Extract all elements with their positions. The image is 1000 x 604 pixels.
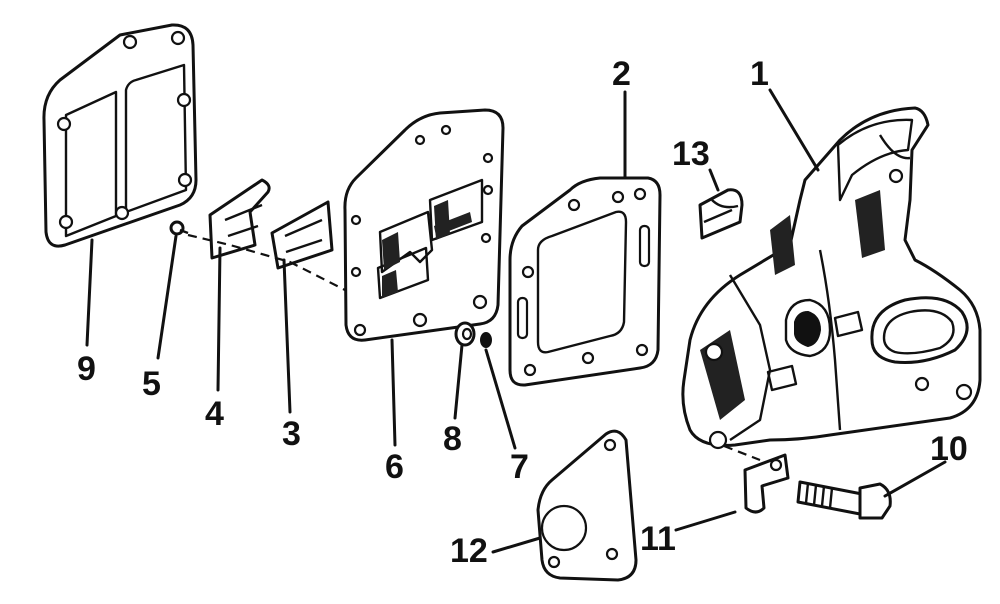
- callout-2: 2: [612, 55, 631, 93]
- callout-1: 1: [750, 55, 769, 93]
- part-3-reed: [270, 200, 334, 270]
- callout-4: 4: [205, 395, 224, 433]
- callout-12: 12: [450, 532, 488, 570]
- callout-13: 13: [672, 135, 710, 173]
- callout-11: 11: [640, 520, 676, 558]
- assembly-line: [187, 233, 346, 291]
- callout-10: 10: [930, 430, 968, 468]
- part-10-bolt: [796, 480, 892, 520]
- callout-3: 3: [282, 415, 301, 453]
- part-4-reed-stop: [208, 178, 271, 260]
- callout-8: 8: [443, 420, 462, 458]
- part-7-seal: [480, 332, 492, 348]
- callout-7: 7: [510, 448, 529, 486]
- callout-6: 6: [385, 448, 404, 486]
- part-12-cover-plate: [536, 429, 638, 582]
- part-11-clamp: [743, 453, 790, 514]
- leader-lines: [85, 88, 947, 554]
- assembly-line-lower: [723, 444, 761, 462]
- part-9-gasket: [42, 23, 198, 248]
- callout-5: 5: [142, 365, 161, 403]
- part-5-screw: [169, 220, 189, 236]
- part-1-housing: [681, 106, 982, 450]
- callout-9: 9: [77, 350, 96, 388]
- part-13-clamp: [698, 188, 744, 240]
- part-8-washer: [454, 321, 476, 347]
- part-6-reed-plate: [343, 108, 505, 342]
- part-2-gasket: [508, 176, 662, 387]
